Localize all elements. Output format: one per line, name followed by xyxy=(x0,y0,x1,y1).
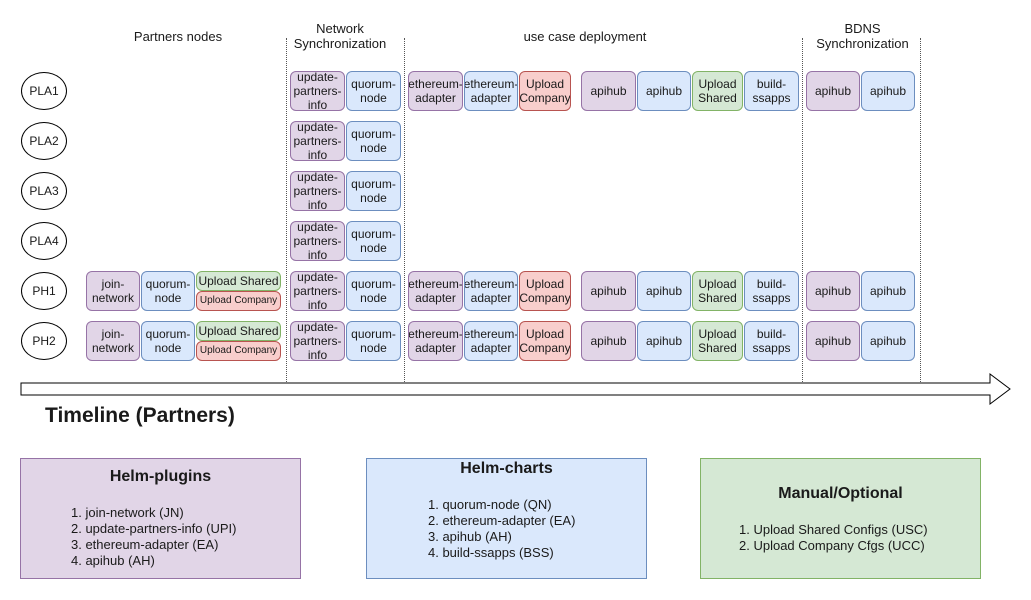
row-label-ph1: PH1 xyxy=(21,272,67,310)
divider-bdns-end xyxy=(920,38,921,382)
step-upload-company-pla1: Upload Company xyxy=(519,71,571,111)
step-quorum-node-pla1: quorum- node xyxy=(346,71,401,111)
legend-item: 1. join-network (JN) xyxy=(71,505,184,520)
step-apihub-bdns-plugin-ph2: apihub xyxy=(806,321,860,361)
legend-helm-charts-list: 1. quorum-node (QN) 2. ethereum-adapter … xyxy=(428,497,575,561)
step-ethereum-adapter-plugin-ph2: ethereum- adapter xyxy=(408,321,463,361)
step-apihub-plugin-ph2: apihub xyxy=(581,321,636,361)
divider-bdns-start xyxy=(802,38,803,382)
step-upload-shared-ph2: Upload Shared xyxy=(196,321,281,341)
legend-item: 4. build-ssapps (BSS) xyxy=(428,545,554,560)
row-label-ph2: PH2 xyxy=(21,322,67,360)
step-apihub-bdns-chart-ph2: apihub xyxy=(861,321,915,361)
legend-item: 4. apihub (AH) xyxy=(71,553,155,568)
step-quorum-node-pla2: quorum- node xyxy=(346,121,401,161)
step-upload-company-ph2: Upload Company xyxy=(196,341,281,361)
step-ethereum-adapter-plugin-pla1: ethereum- adapter xyxy=(408,71,463,111)
step-ethereum-adapter-plugin-ph1: ethereum- adapter xyxy=(408,271,463,311)
step-build-ssapps-ph1: build- ssapps xyxy=(744,271,799,311)
legend-manual-optional-list: 1. Upload Shared Configs (USC) 2. Upload… xyxy=(739,522,928,554)
step-build-ssapps-ph2: build- ssapps xyxy=(744,321,799,361)
legend-item: 3. ethereum-adapter (EA) xyxy=(71,537,219,552)
phase-label-use-case: use case deployment xyxy=(523,29,647,44)
step-join-network-ph2: join- network xyxy=(86,321,140,361)
legend-helm-charts: Helm-charts 1. quorum-node (QN) 2. ether… xyxy=(366,458,647,579)
legend-item: 3. apihub (AH) xyxy=(428,529,512,544)
step-quorum-node-pla4: quorum- node xyxy=(346,221,401,261)
step-upload-company-ph1: Upload Company xyxy=(519,271,571,311)
step-ethereum-adapter-chart-ph2: ethereum- adapter xyxy=(464,321,518,361)
step-ethereum-adapter-chart-pla1: ethereum- adapter xyxy=(464,71,518,111)
step-update-partners-info-pla1: update- partners- info xyxy=(290,71,345,111)
timeline-arrow xyxy=(20,373,1011,405)
legend-helm-charts-title: Helm-charts xyxy=(460,460,553,477)
step-apihub-chart-ph1: apihub xyxy=(637,271,691,311)
step-upload-shared-pla1: Upload Shared xyxy=(692,71,743,111)
legend-item: 2. ethereum-adapter (EA) xyxy=(428,513,576,528)
legend-item: 2. update-partners-info (UPI) xyxy=(71,521,237,536)
row-label-pla4: PLA4 xyxy=(21,222,67,260)
legend-helm-plugins: Helm-plugins 1. join-network (JN) 2. upd… xyxy=(20,458,301,579)
divider-network-end xyxy=(404,38,405,382)
legend-item: 1. Upload Shared Configs (USC) xyxy=(739,522,928,537)
step-apihub-bdns-chart-ph1: apihub xyxy=(861,271,915,311)
step-apihub-chart-ph2: apihub xyxy=(637,321,691,361)
step-update-partners-info-pla2: update- partners- info xyxy=(290,121,345,161)
step-quorum-node-partner-ph2: quorum- node xyxy=(141,321,195,361)
step-apihub-bdns-plugin-ph1: apihub xyxy=(806,271,860,311)
step-update-partners-info-pla3: update- partners- info xyxy=(290,171,345,211)
step-join-network-ph1: join- network xyxy=(86,271,140,311)
legend-helm-plugins-list: 1. join-network (JN) 2. update-partners-… xyxy=(71,505,236,569)
step-apihub-plugin-pla1: apihub xyxy=(581,71,636,111)
step-quorum-node-partner-ph1: quorum- node xyxy=(141,271,195,311)
step-apihub-chart-pla1: apihub xyxy=(637,71,691,111)
step-quorum-node-ph2: quorum- node xyxy=(346,321,401,361)
row-label-pla1: PLA1 xyxy=(21,72,67,110)
step-update-partners-info-ph1: update- partners- info xyxy=(290,271,345,311)
row-label-pla3: PLA3 xyxy=(21,172,67,210)
legend-manual-optional-title: Manual/Optional xyxy=(778,485,903,502)
step-upload-company-ph1: Upload Company xyxy=(196,291,281,311)
divider-network-start xyxy=(286,38,287,382)
legend-helm-plugins-title: Helm-plugins xyxy=(109,468,212,485)
step-upload-shared-ph2: Upload Shared xyxy=(692,321,743,361)
phase-label-partners-nodes: Partners nodes xyxy=(133,29,223,44)
step-update-partners-info-ph2: update- partners- info xyxy=(290,321,345,361)
legend-manual-optional: Manual/Optional 1. Upload Shared Configs… xyxy=(700,458,981,579)
step-quorum-node-ph1: quorum- node xyxy=(346,271,401,311)
step-apihub-bdns-chart-pla1: apihub xyxy=(861,71,915,111)
step-update-partners-info-pla4: update- partners- info xyxy=(290,221,345,261)
step-upload-shared-ph1: Upload Shared xyxy=(692,271,743,311)
step-ethereum-adapter-chart-ph1: ethereum- adapter xyxy=(464,271,518,311)
phase-label-bdns-sync: BDNS Synchronization xyxy=(816,21,909,51)
step-apihub-plugin-ph1: apihub xyxy=(581,271,636,311)
step-upload-company-ph2: Upload Company xyxy=(519,321,571,361)
step-upload-shared-ph1: Upload Shared xyxy=(196,271,281,291)
step-build-ssapps-pla1: build- ssapps xyxy=(744,71,799,111)
step-apihub-bdns-plugin-pla1: apihub xyxy=(806,71,860,111)
legend-item: 2. Upload Company Cfgs (UCC) xyxy=(739,538,925,553)
timeline-title: Timeline (Partners) xyxy=(45,404,235,427)
step-quorum-node-pla3: quorum- node xyxy=(346,171,401,211)
row-label-pla2: PLA2 xyxy=(21,122,67,160)
legend-item: 1. quorum-node (QN) xyxy=(428,497,552,512)
phase-label-network-sync: Network Synchronization xyxy=(293,21,387,51)
